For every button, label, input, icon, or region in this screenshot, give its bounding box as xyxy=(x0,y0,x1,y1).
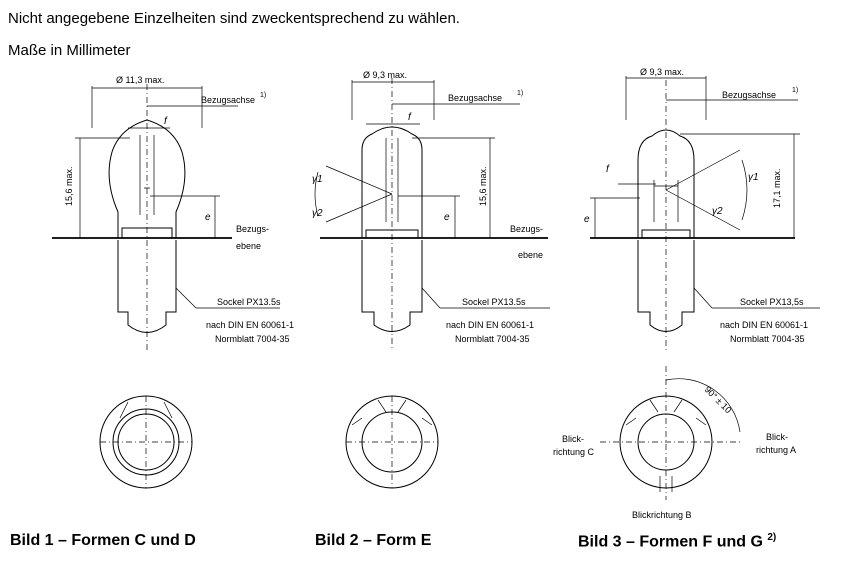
base-view xyxy=(345,395,439,489)
figure-3-caption-text: Bild 3 – Formen F und G xyxy=(578,533,763,551)
norm-sheet-label: Normblatt 7004-35 xyxy=(455,334,530,344)
view-a-label-2: richtung A xyxy=(756,445,796,455)
view-c-label: Blick- xyxy=(562,434,584,444)
f-label: f xyxy=(164,116,168,127)
e-label: e xyxy=(205,212,211,223)
gamma1-label: γ1 xyxy=(312,174,323,185)
gamma2-label: γ2 xyxy=(312,208,323,219)
footnote-marker: 1) xyxy=(792,87,798,94)
diameter-label: Ø 9,3 max. xyxy=(363,70,407,80)
reference-axis-label: Bezugsachse xyxy=(201,95,255,105)
e-label: e xyxy=(584,214,590,225)
norm-label: nach DIN EN 60061-1 xyxy=(446,320,534,330)
reference-plane-label-2: ebene xyxy=(518,250,543,260)
angle-label: 90° ± 10 xyxy=(703,384,734,415)
f-label: f xyxy=(606,164,610,175)
norm-sheet-label: Normblatt 7004-35 xyxy=(215,334,290,344)
figure-2-caption: Bild 2 – Form E xyxy=(315,532,432,549)
footnote-marker: 1) xyxy=(517,90,523,97)
reference-plane-label: Bezugs- xyxy=(236,224,269,234)
socket-outline xyxy=(361,240,423,332)
figure-2: γ1 γ2 Ø 9,3 max. Bezugsachse 1) f 15,6 m… xyxy=(312,70,550,489)
height-label: 17,1 max. xyxy=(772,168,782,208)
reference-plane-label-2: ebene xyxy=(236,241,261,251)
norm-label: nach DIN EN 60061-1 xyxy=(720,320,808,330)
socket-label: Sockel PX13.5s xyxy=(217,297,281,307)
diameter-label: Ø 9,3 max. xyxy=(640,67,684,77)
figure-3-caption: Bild 3 – Formen F und G 2) xyxy=(578,532,776,551)
angle-arc xyxy=(665,378,741,433)
view-b-label: Blickrichtung B xyxy=(632,510,692,520)
base-view xyxy=(99,395,193,489)
units-note: Maße in Millimeter xyxy=(8,42,131,59)
footnote-marker: 1) xyxy=(260,92,266,99)
f-label: f xyxy=(408,112,412,123)
base-view: 90° ± 10 Blick- richtung A Blick- richtu… xyxy=(553,366,796,520)
reference-axis-label: Bezugsachse xyxy=(722,90,776,100)
figure-1-caption: Bild 1 – Formen C und D xyxy=(10,532,196,549)
socket-label: Sockel PX13,5s xyxy=(740,297,804,307)
norm-sheet-label: Normblatt 7004-35 xyxy=(730,334,805,344)
figure-1: Ø 11,3 max. Bezugsachse 1) f 15,6 max. e… xyxy=(52,75,294,489)
gamma1-label: γ1 xyxy=(748,172,759,183)
e-label: e xyxy=(444,212,450,223)
footnote-marker: 2) xyxy=(767,532,777,543)
socket-label: Sockel PX13.5s xyxy=(462,297,526,307)
figure-3: γ1 γ2 Ø 9,3 max. Bezugsachse 1) f e 17,1… xyxy=(553,67,820,520)
norm-label: nach DIN EN 60061-1 xyxy=(206,320,294,330)
view-a-label: Blick- xyxy=(766,432,788,442)
note-text: Nicht angegebene Einzelheiten sind zweck… xyxy=(8,10,460,27)
gamma2-label: γ2 xyxy=(712,206,723,217)
height-label: 15,6 max. xyxy=(478,166,488,206)
bulb-outline xyxy=(637,129,695,238)
height-label: 15,6 max. xyxy=(64,166,74,206)
diameter-label: Ø 11,3 max. xyxy=(116,75,164,85)
reference-axis-label: Bezugsachse xyxy=(448,93,502,103)
reference-plane-label: Bezugs- xyxy=(510,224,543,234)
view-c-label-2: richtung C xyxy=(553,447,595,457)
